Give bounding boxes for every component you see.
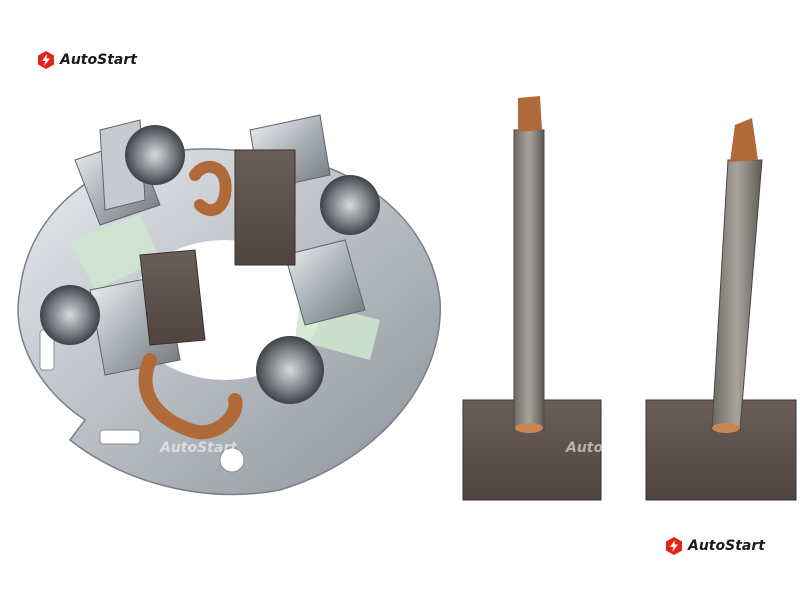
spring-3: [40, 285, 100, 345]
copper-braid-1: [189, 160, 232, 217]
brand-logo-top: AutoStart: [36, 50, 137, 70]
brand-mark-icon: [38, 51, 54, 69]
brand-mark-icon: [666, 537, 682, 555]
mounting-hole: [219, 447, 245, 473]
spring-4: [256, 336, 324, 404]
brand-logo-bottom: AutoStart: [664, 536, 765, 556]
copper-tip-right: [730, 118, 758, 162]
spring-1: [125, 125, 185, 185]
brand-name: AutoStart: [60, 52, 137, 68]
brush-holder-right: [284, 239, 366, 326]
copper-braid-2: [138, 353, 243, 440]
brand-name: AutoStart: [688, 538, 765, 554]
brush-in-holder-2: [139, 249, 206, 346]
loose-brush-right: [645, 118, 797, 501]
spring-2: [320, 175, 380, 235]
loose-brush-left: [462, 96, 602, 501]
brush-in-holder-1: [234, 149, 296, 266]
copper-tip-left: [518, 96, 542, 132]
